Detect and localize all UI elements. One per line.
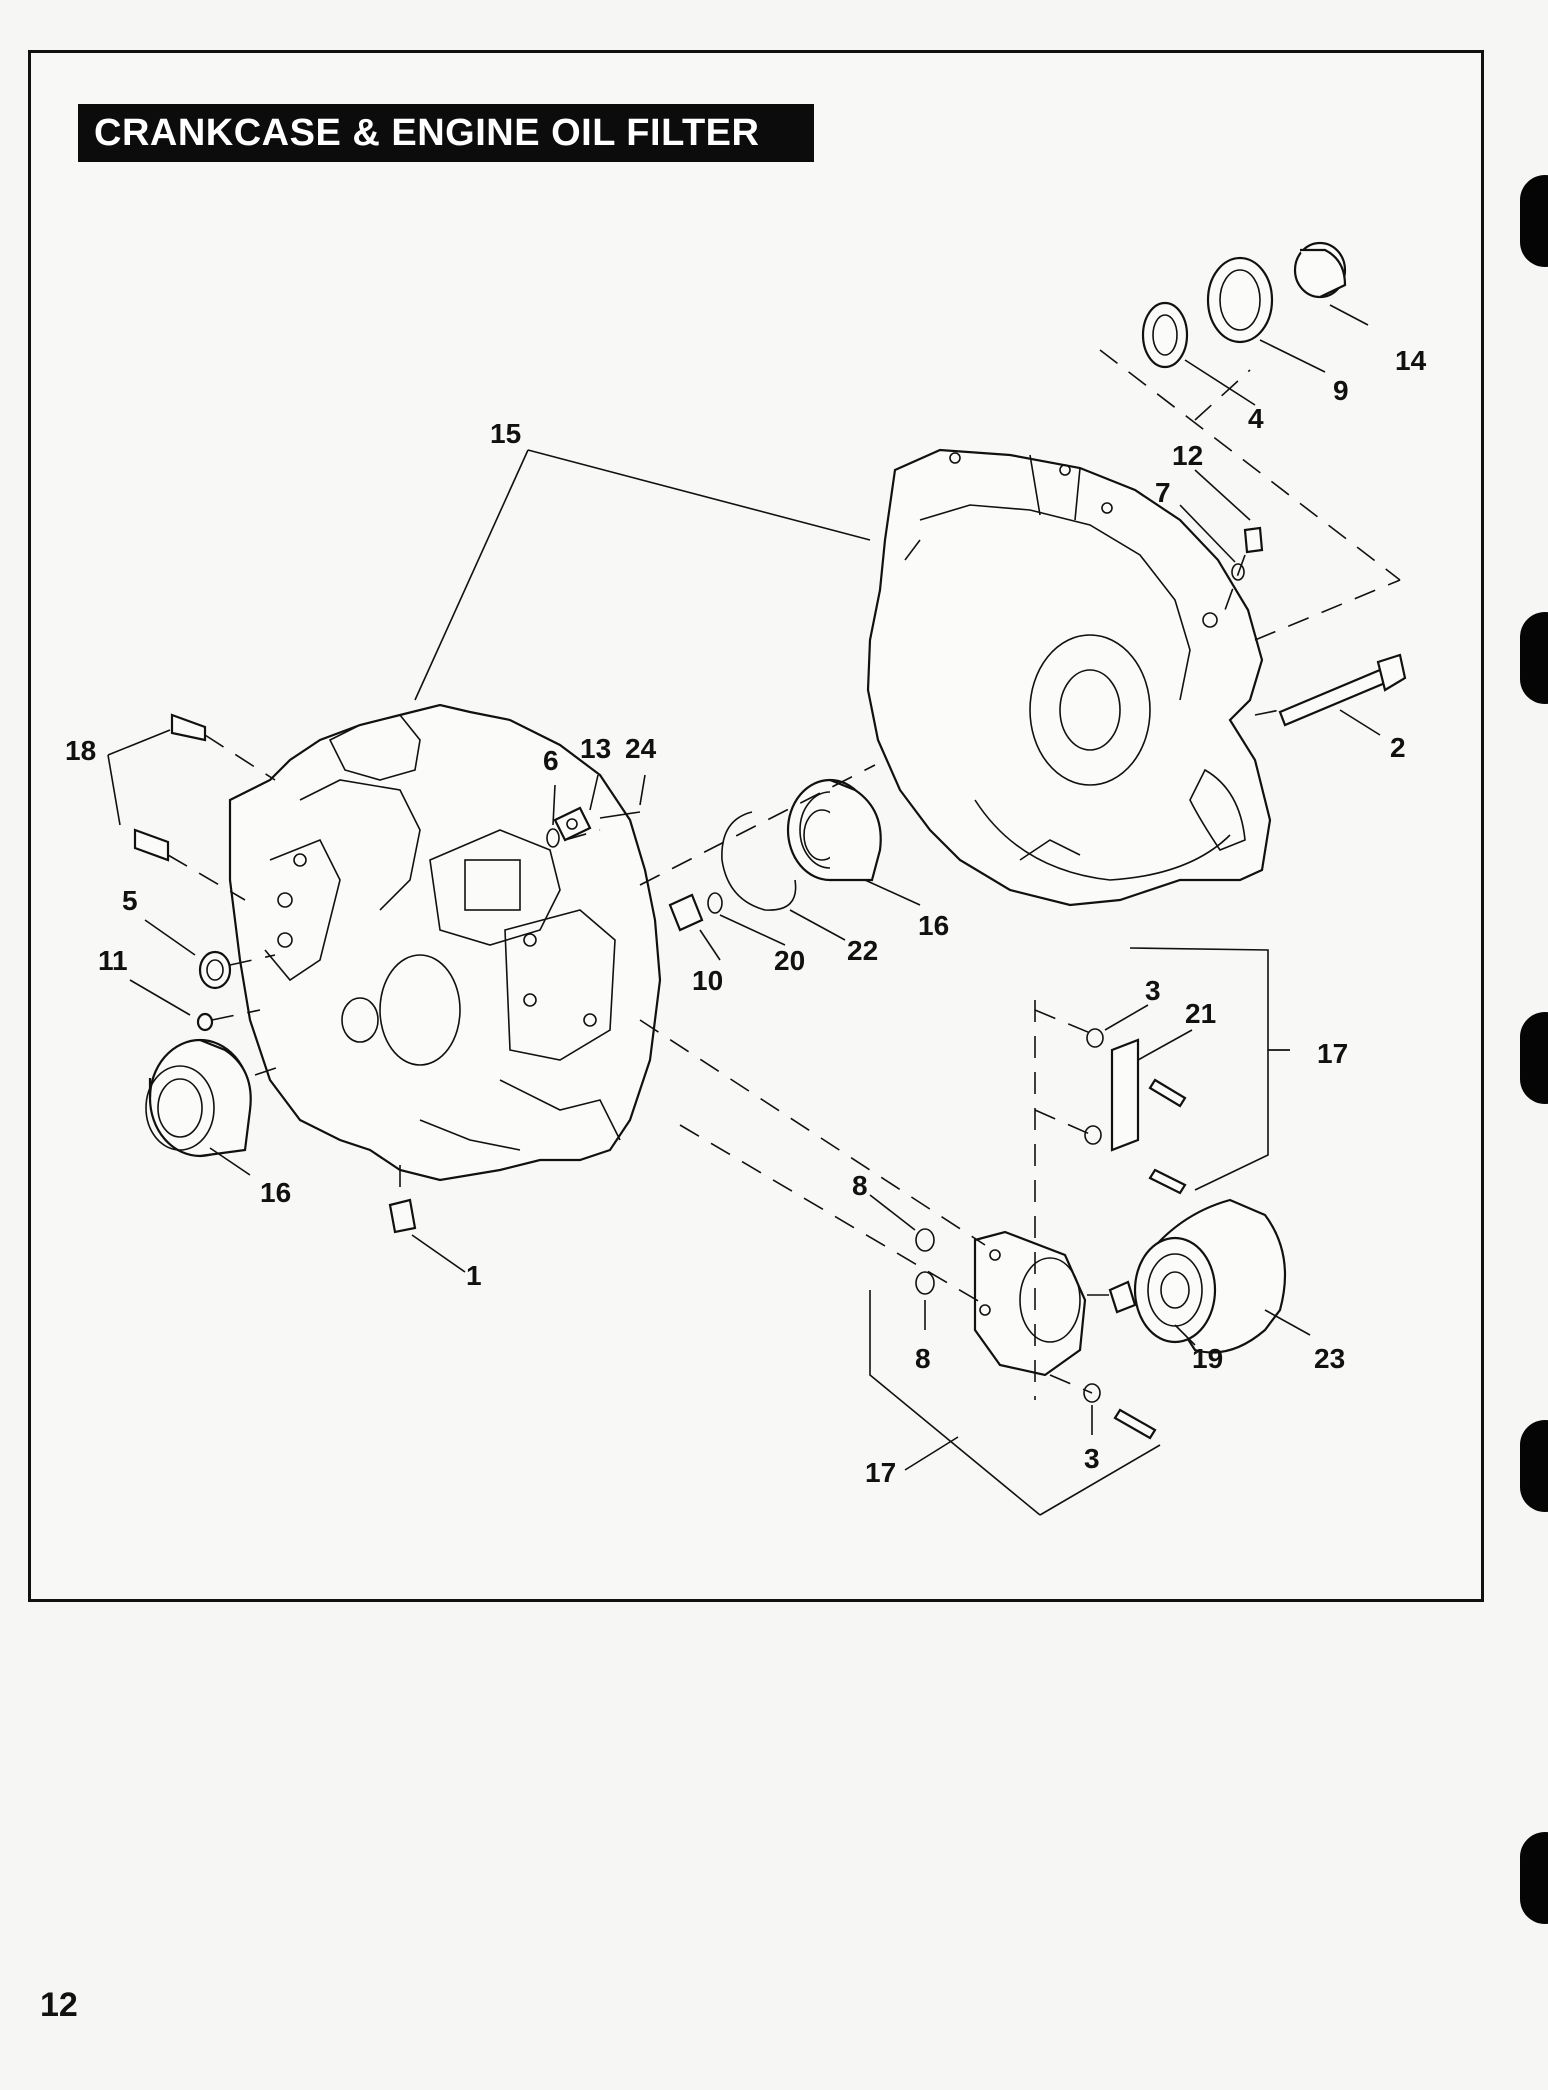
callout-12: 12 — [1172, 440, 1203, 471]
callout-20: 20 — [774, 945, 805, 976]
callout-21: 21 — [1185, 998, 1216, 1029]
dowel-10 — [668, 893, 704, 932]
callout-15: 15 — [490, 418, 521, 449]
binder-tab — [1520, 612, 1548, 704]
callout-19: 19 — [1192, 1343, 1223, 1374]
callout-9: 9 — [1333, 375, 1349, 406]
callout-14: 14 — [1395, 345, 1427, 376]
o-ring-20 — [707, 892, 723, 914]
callout-1: 1 — [466, 1260, 482, 1291]
mounting-bracket-21 — [1110, 1038, 1140, 1152]
washers-3 — [1083, 1028, 1104, 1403]
callout-17-right: 17 — [1317, 1038, 1348, 1069]
o-ring-6 — [546, 828, 560, 848]
callout-8-lower: 8 — [915, 1343, 931, 1374]
callout-10: 10 — [692, 965, 723, 996]
callout-3-top: 3 — [1145, 975, 1161, 1006]
left-crankcase-half — [228, 703, 662, 1182]
callout-2: 2 — [1390, 732, 1406, 763]
dowel-11 — [196, 1012, 214, 1032]
oil-filter-adapter — [973, 1230, 1087, 1377]
callout-7: 7 — [1155, 477, 1171, 508]
callout-23: 23 — [1314, 1343, 1345, 1374]
callout-22: 22 — [847, 935, 878, 966]
piston-jet-13 — [553, 806, 592, 842]
callout-17-bottom: 17 — [865, 1457, 896, 1488]
callout-16-left: 16 — [260, 1177, 291, 1208]
callout-5: 5 — [122, 885, 138, 916]
retaining-ring-22 — [721, 811, 797, 911]
bearing-16-right — [786, 778, 882, 882]
binder-tab — [1520, 1420, 1548, 1512]
leader-lines — [107, 304, 1381, 1516]
binder-tab — [1520, 1012, 1548, 1104]
right-crankcase-half — [866, 448, 1272, 907]
bolt-2 — [1278, 653, 1407, 727]
stud-18-upper — [170, 713, 207, 742]
callout-18: 18 — [65, 735, 96, 766]
o-ring-7 — [1231, 563, 1245, 581]
screw-24 — [599, 811, 641, 819]
o-ring-8-lower — [915, 1271, 935, 1295]
page-title: CRANKCASE & ENGINE OIL FILTER — [78, 104, 814, 162]
callout-3-bottom: 3 — [1084, 1443, 1100, 1474]
seal-4 — [1141, 301, 1189, 369]
bearing-5 — [198, 950, 232, 990]
oil-filter-23 — [1133, 1198, 1287, 1354]
callout-4: 4 — [1248, 403, 1264, 434]
callout-6: 6 — [543, 745, 559, 776]
callout-13: 13 — [580, 733, 611, 764]
plug-12 — [1243, 526, 1264, 554]
nipple-19 — [1108, 1280, 1137, 1314]
sleeve-14 — [1293, 241, 1347, 299]
binder-tab — [1520, 1832, 1548, 1924]
callout-11: 11 — [98, 945, 128, 976]
callout-16-right: 16 — [918, 910, 949, 941]
callout-24: 24 — [625, 733, 657, 764]
stud-18-lower — [133, 828, 170, 862]
page-number: 12 — [40, 1986, 78, 2024]
callout-8-upper: 8 — [852, 1170, 868, 1201]
screws-17 — [1113, 1078, 1187, 1440]
assembly-lines — [167, 349, 1401, 1400]
callout-labels: 15 18 5 11 16 1 6 13 24 10 20 22 16 2 14… — [65, 345, 1427, 1488]
bearing-16-left — [145, 1038, 252, 1158]
plug-1 — [388, 1198, 417, 1234]
bearing-9 — [1206, 256, 1274, 344]
binder-tab — [1520, 175, 1548, 267]
o-ring-8-upper — [915, 1228, 935, 1252]
